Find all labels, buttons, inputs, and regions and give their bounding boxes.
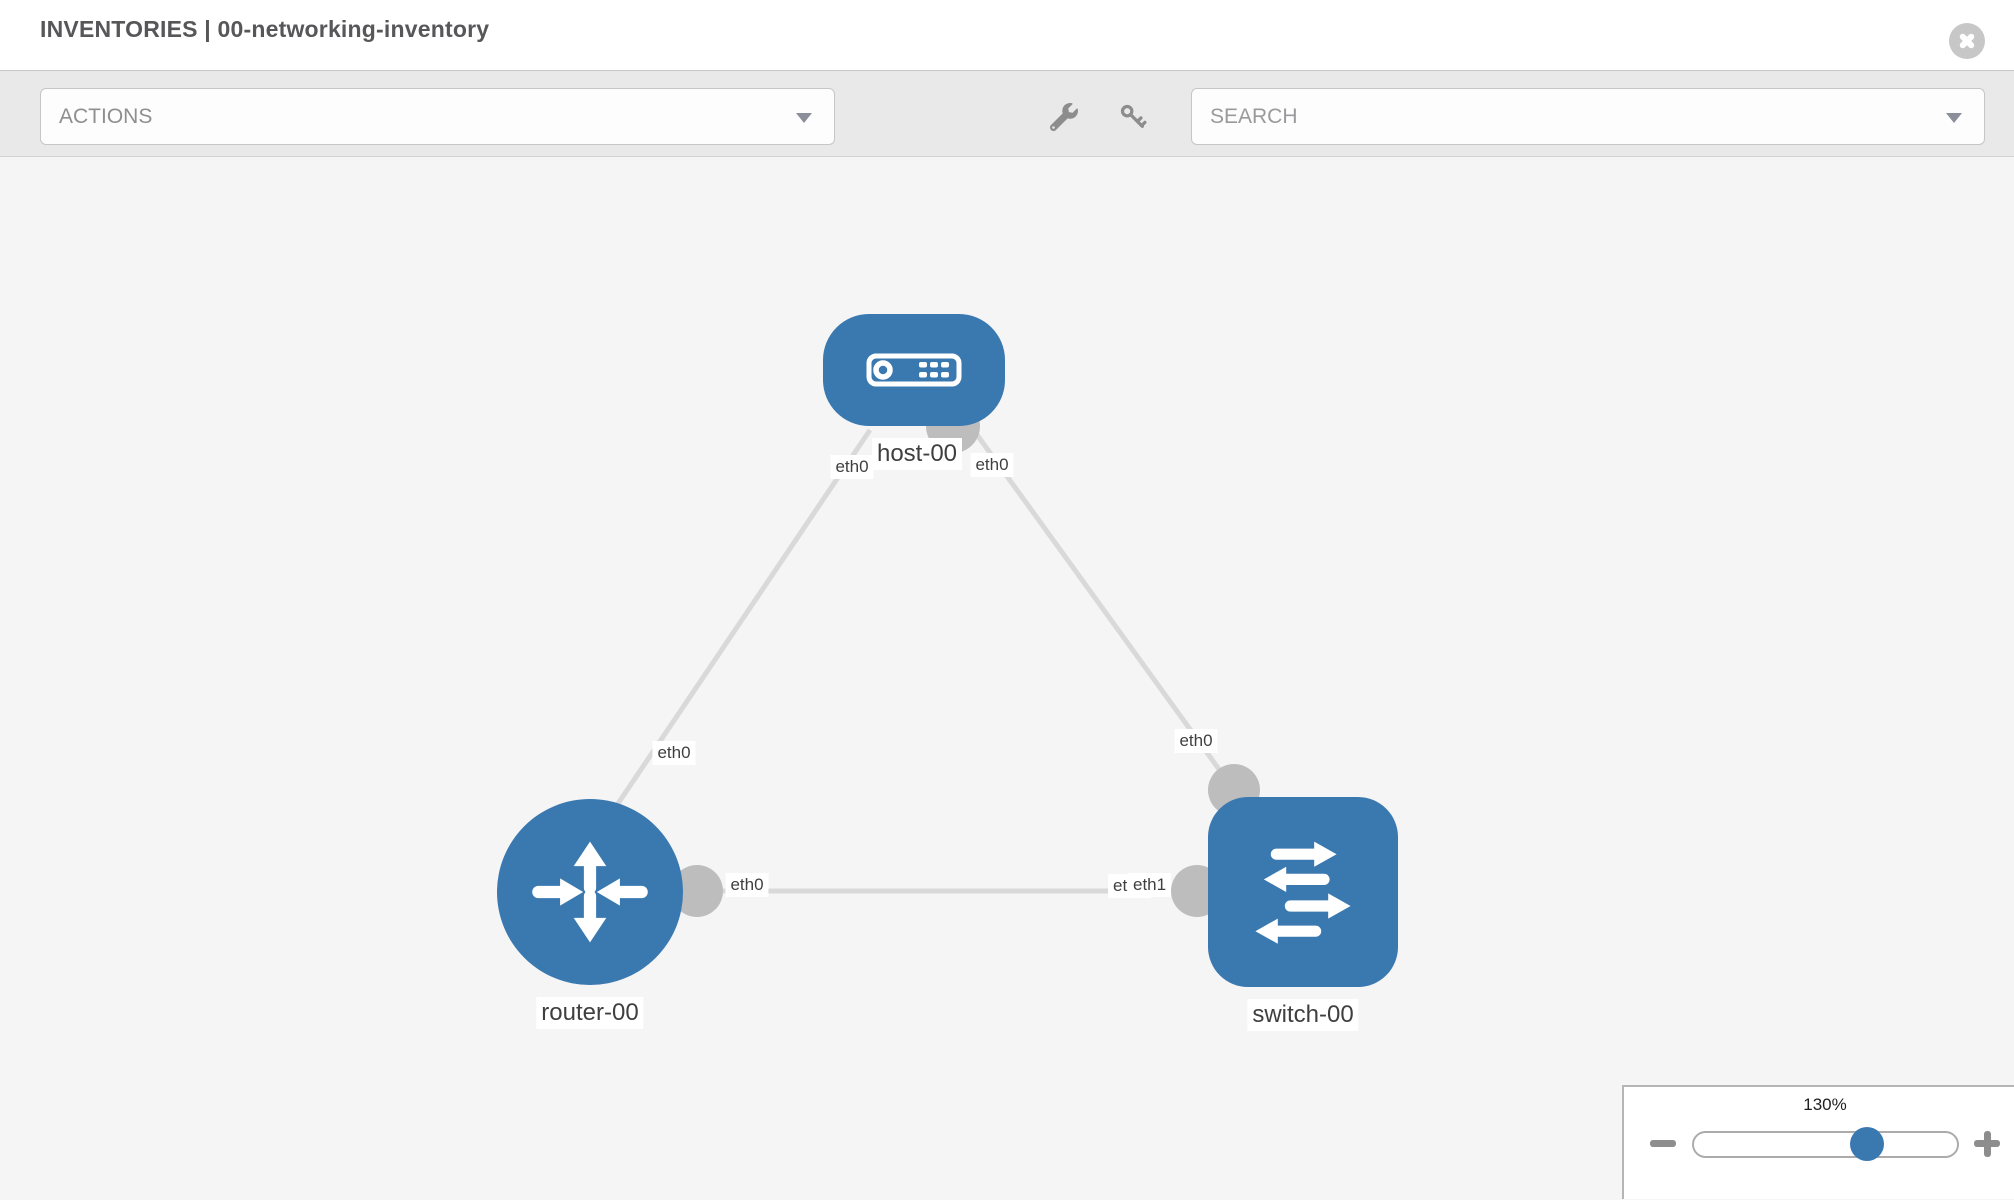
- toolbar: ACTIONS: [0, 70, 2014, 157]
- zoom-level-value: 130%: [1803, 1095, 1847, 1114]
- zoom-slider-thumb[interactable]: [1850, 1127, 1884, 1161]
- interface-dot-router[interactable]: [671, 865, 723, 917]
- node-router-00[interactable]: [497, 799, 683, 985]
- search-box: [1191, 88, 1985, 145]
- minus-icon: [1650, 1140, 1676, 1147]
- interface-label-host-eth0-left: eth0: [830, 455, 874, 479]
- router-icon: [532, 841, 648, 943]
- node-label-host: host-00: [871, 438, 963, 470]
- interface-label-router-eth0: eth0: [725, 873, 769, 897]
- plus-icon: [1983, 1131, 1991, 1157]
- actions-dropdown-label: ACTIONS: [59, 105, 153, 128]
- switch-icon: [1255, 841, 1351, 944]
- host-icon: [866, 353, 962, 387]
- tools-button[interactable]: [1049, 103, 1080, 133]
- page-title: INVENTORIES | 00-networking-inventory: [40, 16, 490, 42]
- node-label-router: router-00: [536, 997, 644, 1029]
- header: INVENTORIES | 00-networking-inventory: [0, 0, 2014, 70]
- interface-label-router-top-eth0: eth0: [652, 741, 696, 765]
- chevron-down-icon: [796, 113, 812, 123]
- actions-dropdown[interactable]: ACTIONS: [40, 88, 835, 145]
- links-layer: [612, 399, 1260, 917]
- node-host-00[interactable]: [823, 314, 1005, 426]
- zoom-out-button[interactable]: [1648, 1129, 1678, 1159]
- node-label-switch: switch-00: [1247, 999, 1359, 1031]
- wrench-icon: [1049, 103, 1078, 132]
- interface-label-host-eth0-right: eth0: [970, 453, 1014, 477]
- interface-label-switch-top-eth0: eth0: [1174, 729, 1218, 753]
- node-switch-00[interactable]: [1208, 797, 1398, 987]
- interface-label-switch-eth1: eth1: [1128, 873, 1172, 897]
- key-icon: [1120, 104, 1147, 128]
- topology-canvas[interactable]: host-00 router-00 switch-00 eth0 eth0 et…: [0, 157, 2014, 1199]
- zoom-slider-track[interactable]: [1692, 1127, 1959, 1161]
- zoom-in-button[interactable]: [1972, 1129, 2002, 1159]
- chevron-down-icon: [1946, 113, 1962, 123]
- credentials-button[interactable]: [1119, 103, 1149, 133]
- zoom-control-panel: 130%: [1622, 1085, 2014, 1199]
- search-input[interactable]: [1192, 89, 1984, 144]
- close-button[interactable]: [1949, 23, 1985, 59]
